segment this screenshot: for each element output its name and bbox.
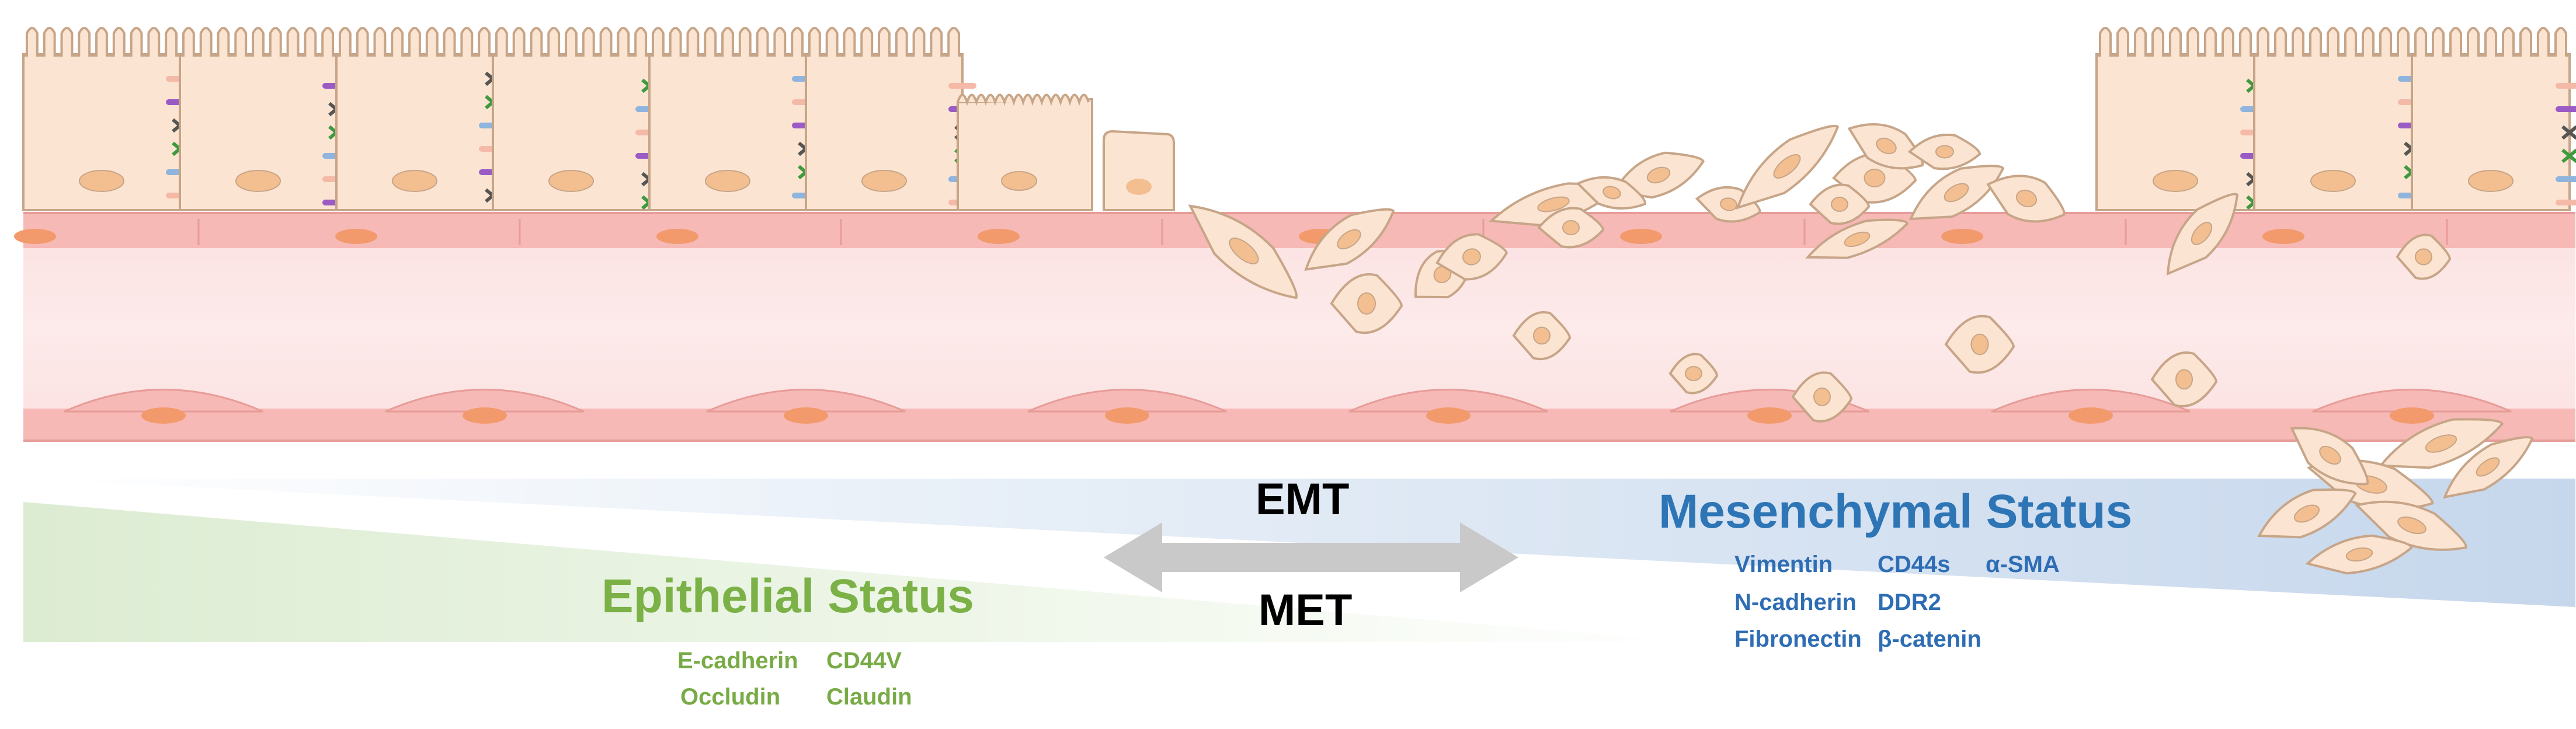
mesenchymal-cell bbox=[1791, 371, 1853, 423]
marker-occludin: Occludin bbox=[680, 684, 781, 710]
emt-met-arrow bbox=[1104, 522, 1518, 592]
emt-label: EMT bbox=[1256, 475, 1350, 524]
endothelial-nucleus bbox=[141, 407, 186, 424]
mesenchymal-cell bbox=[2166, 193, 2239, 276]
transitional-cells bbox=[957, 93, 1175, 211]
mesenchymal-cell bbox=[2257, 488, 2357, 539]
mesenchymal-cell bbox=[1944, 315, 2015, 374]
epithelial-layer-left bbox=[22, 27, 976, 211]
marker-cd44s: CD44s bbox=[1878, 552, 1951, 577]
epithelial-cell bbox=[179, 27, 350, 211]
endothelial-nucleus bbox=[2390, 407, 2434, 424]
mesenchymal-cell bbox=[1435, 233, 1508, 281]
mesenchymal-cell bbox=[2378, 418, 2504, 469]
mesenchymal-cell bbox=[1847, 123, 1924, 170]
endothelial-nucleus bbox=[14, 229, 56, 244]
epithelial-cell bbox=[492, 27, 663, 211]
mesenchymal-cell bbox=[1986, 175, 2066, 223]
mesenchymal-cell bbox=[1188, 204, 1298, 299]
epithelial-status-title: Epithelial Status bbox=[602, 570, 974, 623]
marker-n-cadherin: N-cadherin bbox=[1734, 590, 1857, 615]
mesenchymal-cell bbox=[1304, 208, 1395, 271]
epithelial-cell bbox=[805, 27, 976, 211]
mesenchymal-cell bbox=[1736, 124, 1840, 210]
mesenchymal-cell bbox=[1512, 311, 1572, 361]
mesenchymal-cell bbox=[2396, 233, 2452, 280]
epithelial-band bbox=[23, 502, 1694, 642]
vessel-upper-wall bbox=[23, 213, 2575, 248]
marker-e-cadherin: E-cadherin bbox=[677, 648, 798, 674]
mesenchymal-cell bbox=[1668, 353, 1719, 395]
mesenchymal-cell bbox=[1537, 207, 1605, 249]
mesenchymal-cell bbox=[1908, 165, 2005, 221]
endothelial-nucleus bbox=[978, 229, 1020, 244]
mesenchymal-cell bbox=[2150, 351, 2218, 407]
marker-claudin: Claudin bbox=[826, 684, 912, 710]
double-arrow-icon bbox=[1104, 522, 1518, 592]
mesenchymal-cell bbox=[1907, 133, 1981, 170]
endothelial-nucleus bbox=[1941, 229, 1983, 244]
endothelial-nucleus bbox=[784, 407, 828, 424]
marker-ddr2: DDR2 bbox=[1878, 590, 1941, 615]
mesenchymal-cell bbox=[2290, 427, 2369, 486]
lower-endothelium bbox=[64, 389, 2512, 424]
endothelial-nucleus bbox=[463, 407, 507, 424]
endothelial-nucleus bbox=[656, 229, 698, 244]
epithelial-cell bbox=[2253, 27, 2426, 211]
mesenchymal-cell bbox=[1612, 151, 1705, 199]
endothelial-nucleus bbox=[2069, 407, 2113, 424]
mesenchymal-status-title: Mesenchymal Status bbox=[1659, 485, 2133, 538]
blood-vessel bbox=[14, 212, 2575, 442]
shrinking-epithelial-cell bbox=[957, 97, 1093, 211]
endothelial-nucleus bbox=[1620, 229, 1662, 244]
marker-alpha-sma: α-SMA bbox=[1986, 552, 2060, 577]
marker-vimentin: Vimentin bbox=[1734, 552, 1833, 577]
mesenchymal-cell bbox=[2355, 500, 2467, 551]
endothelial-nucleus bbox=[1426, 407, 1470, 424]
mesenchymal-cells bbox=[1188, 123, 2534, 575]
epithelial-cell bbox=[648, 27, 820, 211]
mesenchymal-cell bbox=[2305, 534, 2413, 575]
epithelial-cell bbox=[2095, 27, 2268, 211]
marker-cd44v: CD44V bbox=[826, 648, 902, 674]
marker-beta-catenin: β-catenin bbox=[1878, 626, 1981, 652]
upper-endothelium bbox=[14, 219, 2448, 245]
epithelial-cell bbox=[2411, 27, 2576, 211]
mesenchymal-cell bbox=[1576, 176, 1646, 210]
mesenchymal-cell bbox=[1330, 273, 1403, 334]
epithelial-layer-right bbox=[2095, 27, 2576, 211]
endothelial-nucleus bbox=[2262, 229, 2304, 244]
mesenchymal-cell bbox=[1805, 218, 1909, 259]
epithelial-cell bbox=[335, 27, 507, 211]
marker-fibronectin: Fibronectin bbox=[1734, 626, 1862, 652]
mesenchymal-cell bbox=[2443, 436, 2534, 499]
endothelial-nucleus bbox=[335, 229, 377, 244]
endothelial-nucleus bbox=[1747, 407, 1792, 424]
detaching-cell bbox=[1103, 130, 1175, 211]
met-label: MET bbox=[1259, 585, 1353, 635]
vessel-lower-wall bbox=[23, 409, 2575, 441]
mesenchymal-cell bbox=[1809, 183, 1871, 225]
epithelial-cell bbox=[22, 27, 194, 211]
endothelial-nucleus bbox=[1105, 407, 1149, 424]
